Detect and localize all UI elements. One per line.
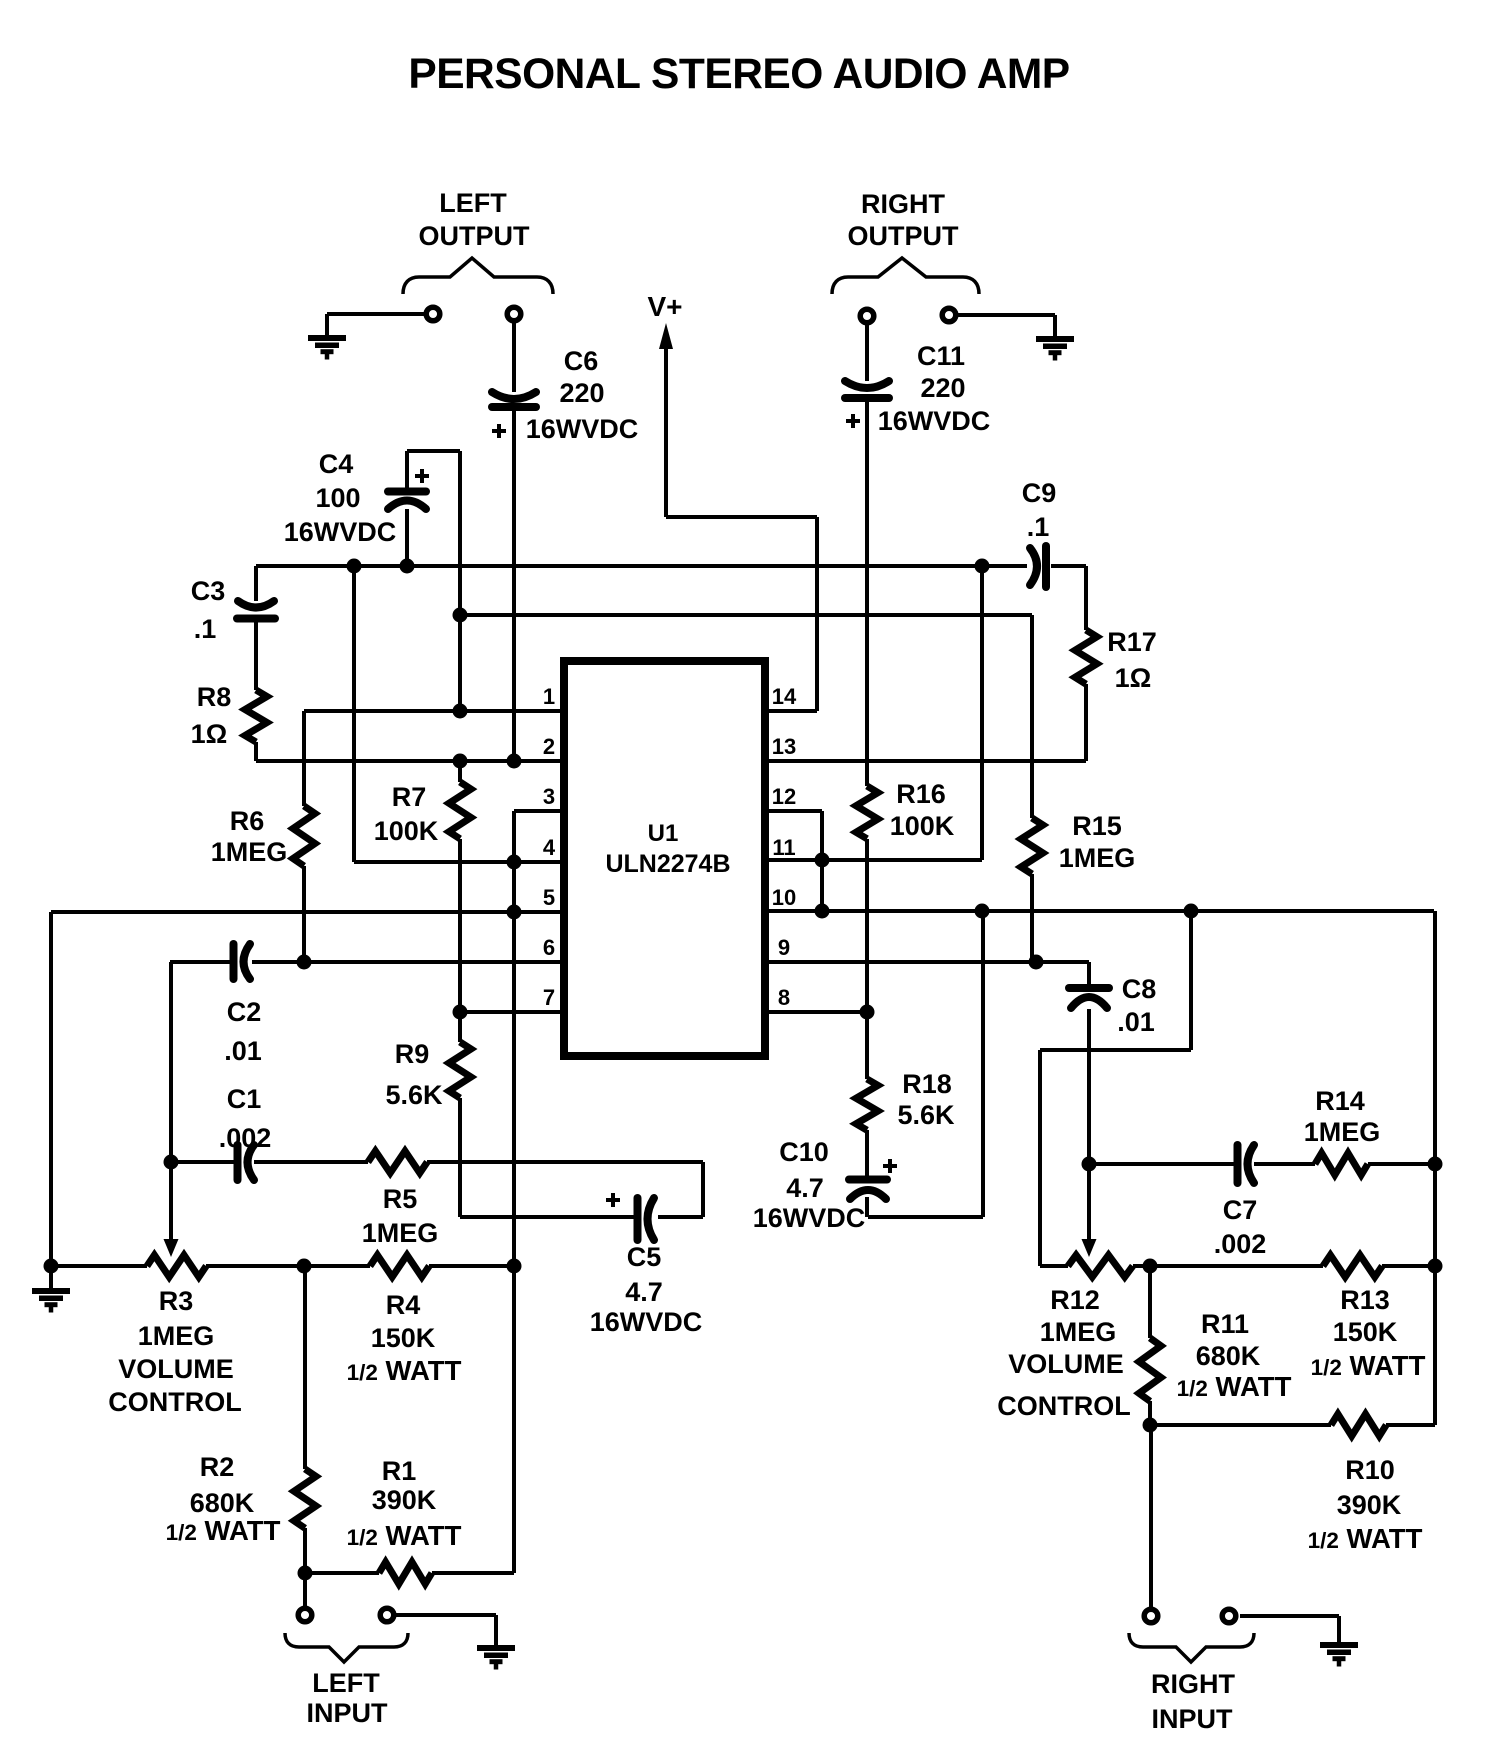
svg-text:390K: 390K xyxy=(1337,1490,1402,1520)
svg-text:9: 9 xyxy=(778,935,790,960)
svg-text:1/2 WATT: 1/2 WATT xyxy=(1308,1523,1423,1554)
svg-text:680K: 680K xyxy=(1196,1341,1261,1371)
svg-text:150K: 150K xyxy=(1333,1317,1398,1347)
svg-text:C7: C7 xyxy=(1223,1195,1258,1225)
svg-text:U1: U1 xyxy=(648,820,679,847)
svg-text:OUTPUT: OUTPUT xyxy=(419,221,531,251)
svg-text:C4: C4 xyxy=(319,449,354,479)
svg-text:1MEG: 1MEG xyxy=(1304,1117,1381,1147)
svg-text:5.6K: 5.6K xyxy=(897,1100,955,1130)
svg-text:11: 11 xyxy=(772,835,795,860)
svg-text:3: 3 xyxy=(543,784,555,809)
svg-text:R17: R17 xyxy=(1107,627,1157,657)
svg-text:1MEG: 1MEG xyxy=(1059,843,1136,873)
svg-text:.002: .002 xyxy=(1214,1229,1267,1259)
svg-text:PERSONAL STEREO AUDIO AMP: PERSONAL STEREO AUDIO AMP xyxy=(408,51,1069,98)
svg-text:220: 220 xyxy=(920,373,965,403)
svg-text:R6: R6 xyxy=(230,806,265,836)
svg-text:INPUT: INPUT xyxy=(1152,1704,1234,1734)
svg-text:.01: .01 xyxy=(224,1036,262,1066)
svg-text:C11: C11 xyxy=(917,341,965,371)
svg-text:R4: R4 xyxy=(386,1290,421,1320)
svg-text:R2: R2 xyxy=(200,1452,235,1482)
svg-text:R9: R9 xyxy=(395,1039,430,1069)
svg-text:1MEG: 1MEG xyxy=(362,1218,439,1248)
svg-text:R13: R13 xyxy=(1340,1285,1390,1315)
svg-text:100K: 100K xyxy=(374,816,439,846)
svg-text:680K: 680K xyxy=(190,1488,255,1518)
svg-text:1Ω: 1Ω xyxy=(1115,663,1152,693)
svg-text:1/2 WATT: 1/2 WATT xyxy=(1311,1350,1426,1381)
svg-text:10: 10 xyxy=(772,885,796,910)
svg-text:4.7: 4.7 xyxy=(625,1277,663,1307)
svg-text:16WVDC: 16WVDC xyxy=(878,406,991,436)
svg-text:1MEG: 1MEG xyxy=(138,1321,215,1351)
svg-text:R5: R5 xyxy=(383,1184,418,1214)
svg-text:INPUT: INPUT xyxy=(307,1698,389,1728)
svg-text:C2: C2 xyxy=(227,997,262,1027)
svg-text:C5: C5 xyxy=(627,1242,662,1272)
svg-text:100K: 100K xyxy=(890,811,955,841)
svg-text:220: 220 xyxy=(559,378,604,408)
svg-text:12: 12 xyxy=(772,784,796,809)
svg-text:C9: C9 xyxy=(1022,478,1057,508)
svg-text:R1: R1 xyxy=(382,1456,417,1486)
svg-text:R7: R7 xyxy=(392,782,427,812)
svg-text:1Ω: 1Ω xyxy=(191,719,228,749)
svg-text:1/2 WATT: 1/2 WATT xyxy=(1177,1371,1292,1402)
svg-text:1/2 WATT: 1/2 WATT xyxy=(347,1520,462,1551)
svg-text:150K: 150K xyxy=(371,1323,436,1353)
svg-text:OUTPUT: OUTPUT xyxy=(848,221,960,251)
svg-text:C10: C10 xyxy=(779,1137,829,1167)
svg-text:4: 4 xyxy=(543,835,556,860)
svg-text:C1: C1 xyxy=(227,1084,262,1114)
svg-text:R15: R15 xyxy=(1072,811,1122,841)
svg-text:LEFT: LEFT xyxy=(439,188,507,218)
svg-text:R16: R16 xyxy=(896,779,946,809)
svg-text:R3: R3 xyxy=(159,1286,194,1316)
svg-text:4.7: 4.7 xyxy=(786,1173,824,1203)
svg-text:390K: 390K xyxy=(372,1485,437,1515)
svg-text:R10: R10 xyxy=(1345,1455,1395,1485)
svg-text:1: 1 xyxy=(543,684,555,709)
svg-text:C8: C8 xyxy=(1122,974,1157,1004)
svg-text:.002: .002 xyxy=(219,1123,272,1153)
svg-text:13: 13 xyxy=(772,734,796,759)
svg-text:7: 7 xyxy=(543,985,555,1010)
svg-text:1MEG: 1MEG xyxy=(1040,1317,1117,1347)
svg-text:8: 8 xyxy=(778,985,790,1010)
svg-text:1/2 WATT: 1/2 WATT xyxy=(347,1355,462,1386)
svg-text:1MEG: 1MEG xyxy=(211,837,288,867)
svg-text:CONTROL: CONTROL xyxy=(108,1387,241,1417)
svg-text:5.6K: 5.6K xyxy=(385,1080,443,1110)
svg-text:R14: R14 xyxy=(1315,1086,1365,1116)
svg-text:16WVDC: 16WVDC xyxy=(590,1307,703,1337)
svg-text:16WVDC: 16WVDC xyxy=(753,1203,866,1233)
svg-text:VOLUME: VOLUME xyxy=(1008,1349,1124,1379)
svg-text:.1: .1 xyxy=(194,614,217,644)
svg-text:VOLUME: VOLUME xyxy=(118,1354,234,1384)
svg-text:R12: R12 xyxy=(1050,1285,1100,1315)
svg-text:16WVDC: 16WVDC xyxy=(526,414,639,444)
svg-text:5: 5 xyxy=(543,885,555,910)
svg-text:.01: .01 xyxy=(1117,1007,1155,1037)
svg-text:.1: .1 xyxy=(1027,512,1050,542)
svg-text:R18: R18 xyxy=(902,1069,952,1099)
svg-text:14: 14 xyxy=(772,684,797,709)
svg-text:2: 2 xyxy=(543,734,555,759)
svg-text:6: 6 xyxy=(543,935,555,960)
svg-text:RIGHT: RIGHT xyxy=(861,189,946,219)
svg-text:16WVDC: 16WVDC xyxy=(284,517,397,547)
svg-text:LEFT: LEFT xyxy=(312,1668,380,1698)
svg-text:CONTROL: CONTROL xyxy=(997,1391,1130,1421)
svg-text:RIGHT: RIGHT xyxy=(1151,1669,1236,1699)
svg-text:R11: R11 xyxy=(1201,1309,1249,1339)
svg-text:ULN2274B: ULN2274B xyxy=(605,850,730,878)
svg-text:R8: R8 xyxy=(197,682,232,712)
svg-text:C6: C6 xyxy=(564,346,599,376)
svg-text:100: 100 xyxy=(315,483,360,513)
svg-text:V+: V+ xyxy=(647,291,682,322)
svg-text:C3: C3 xyxy=(191,576,226,606)
svg-text:1/2 WATT: 1/2 WATT xyxy=(166,1515,281,1546)
